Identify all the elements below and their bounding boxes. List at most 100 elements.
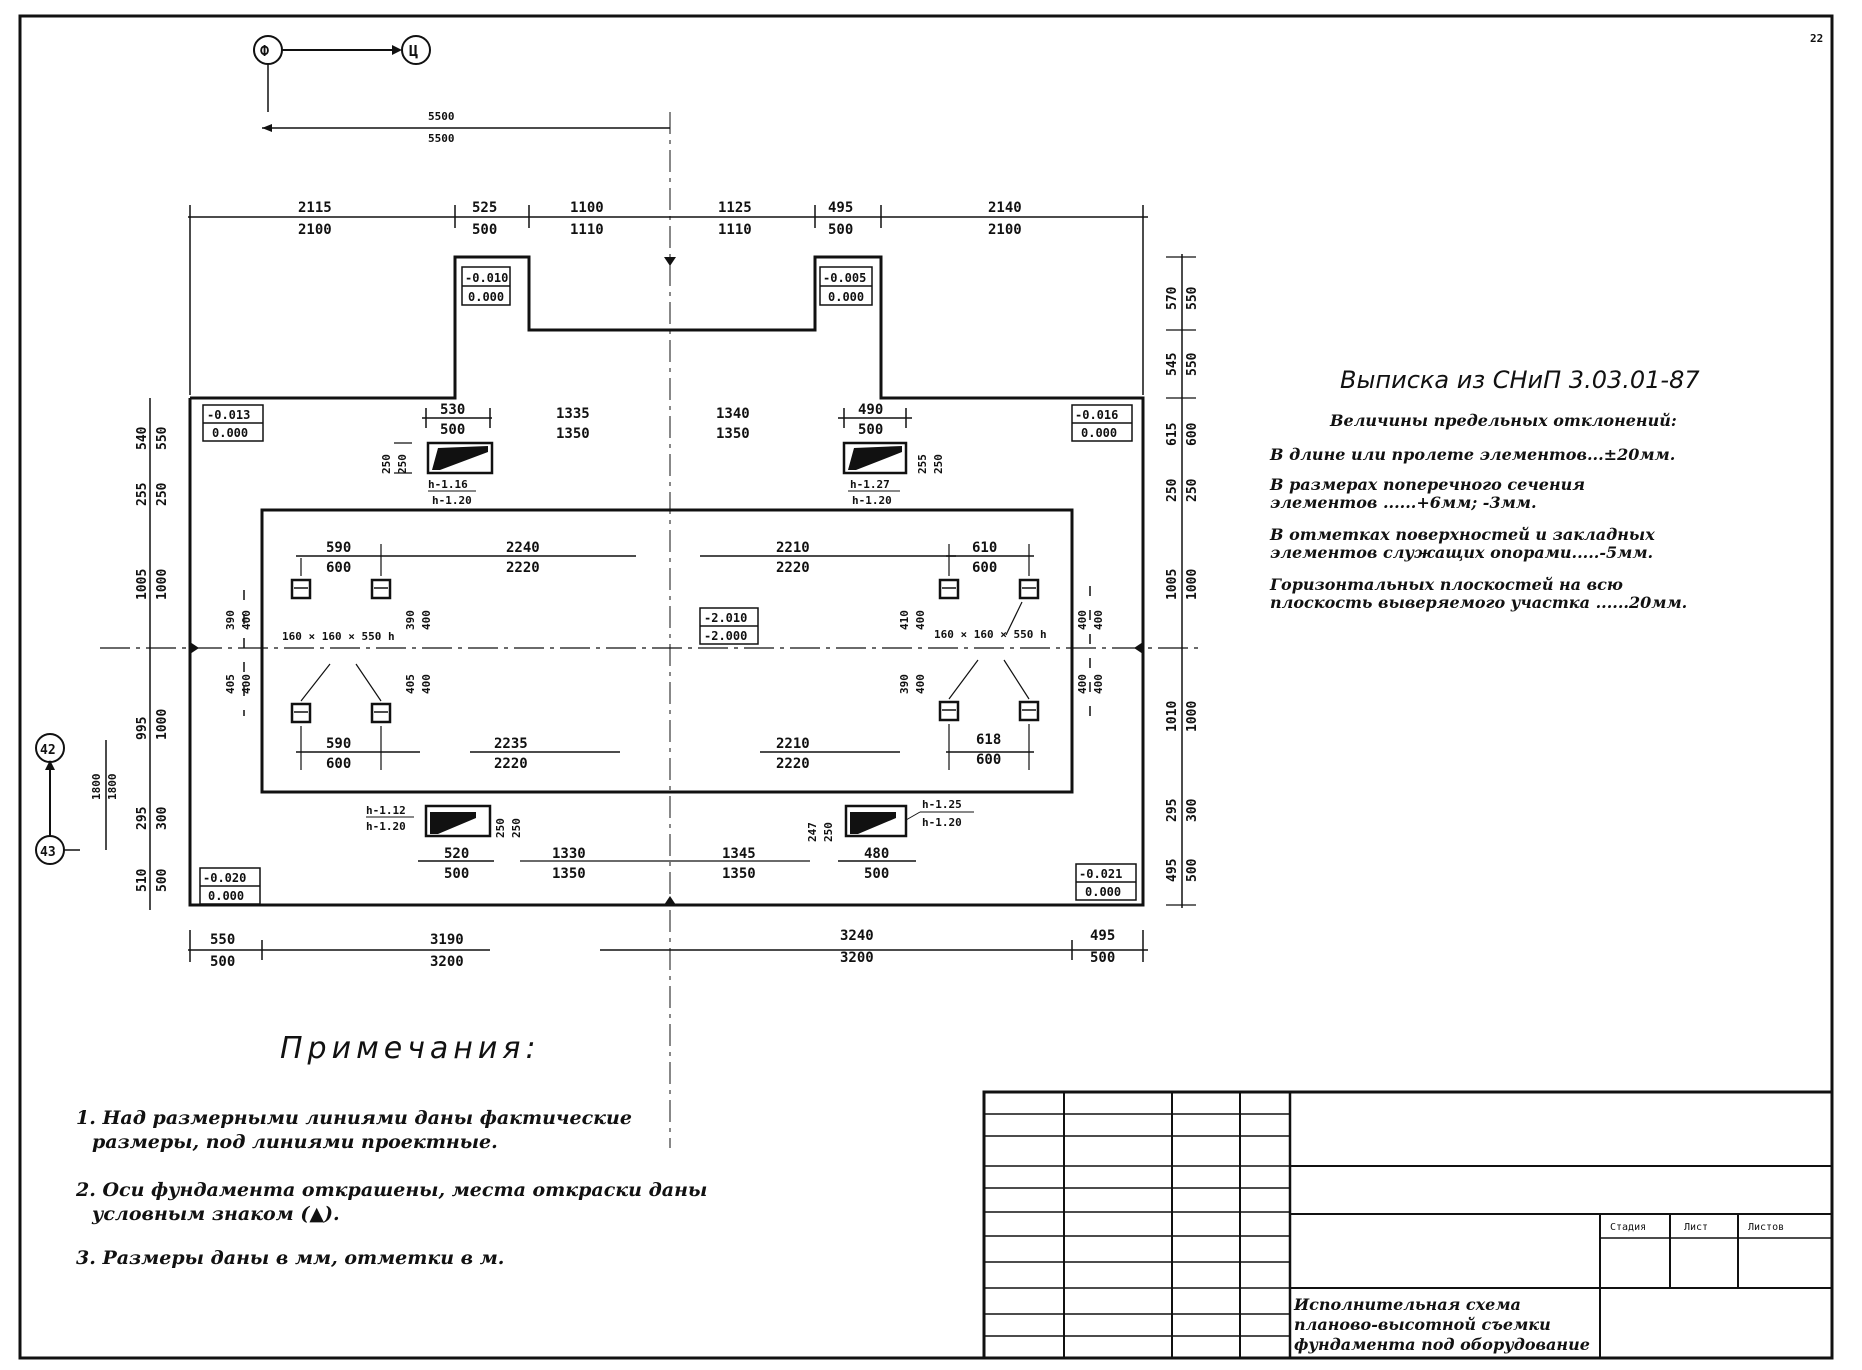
niche-tr-height-actual: 255 xyxy=(916,454,929,474)
left-dim-5-design: 300 xyxy=(155,806,170,830)
left-dim-6-actual: 510 xyxy=(135,868,150,892)
bolt-rv1-design: 400 xyxy=(914,610,927,630)
bottom-dim-3-design: 3200 xyxy=(840,950,874,966)
bolt-mbr-design: 2220 xyxy=(776,756,810,772)
axis-label-f: Ф xyxy=(260,42,269,60)
right-dim-8-actual: 495 xyxy=(1165,859,1180,882)
bolt-bl-design: 600 xyxy=(326,756,351,772)
top-dim-2-actual: 525 xyxy=(472,200,497,216)
bolt-well-8 xyxy=(1018,700,1040,722)
mid-bot-l-design: 1350 xyxy=(552,866,586,882)
bolt-lv3-design: 400 xyxy=(420,610,433,630)
niche-br-level-design: h-1.20 xyxy=(922,816,962,829)
elevation-1-actual: -0.010 xyxy=(465,271,508,285)
axis-markers: Ф Ц 42 43 1800 1800 xyxy=(35,35,431,865)
bolt-tl-design: 600 xyxy=(326,560,351,576)
sheet-frame xyxy=(18,14,1834,1360)
niche-br-height-actual: 247 xyxy=(806,822,819,842)
niches: 530 500 250 250 h-1.16 h-1.20 490 500 25… xyxy=(366,402,974,882)
bolt-rv3-actual: 390 xyxy=(898,674,911,694)
right-dim-7-design: 300 xyxy=(1185,798,1200,822)
bolt-well-size-right: 160 × 160 × 550 h xyxy=(934,628,1047,641)
note-1a: 1. Над размерными линиями даны фактическ… xyxy=(76,1107,632,1129)
niche-br-height-design: 250 xyxy=(822,822,835,842)
left-dim-1-design: 550 xyxy=(155,426,170,450)
right-dim-5-actual: 1005 xyxy=(1165,569,1180,600)
title-block: Стадия Лист Листов Исполнительная схема … xyxy=(982,1090,1834,1360)
right-dim-8-design: 500 xyxy=(1185,858,1200,882)
top-span-actual: 5500 xyxy=(428,110,455,123)
page-number: 22 xyxy=(1810,32,1823,45)
elevation-mark-2: -0.005 0.000 xyxy=(819,266,873,306)
snip-line-1: В длине или пролете элементов...±20мм. xyxy=(1269,445,1675,464)
niche-br-width-actual: 480 xyxy=(864,846,889,862)
niche-bl-height-actual: 250 xyxy=(494,818,507,838)
elevation-7-actual: -0.021 xyxy=(1079,867,1122,881)
bottom-dim-3-actual: 3240 xyxy=(840,928,874,944)
mid-top-l-design: 1350 xyxy=(556,426,590,442)
bolt-well-5 xyxy=(938,578,960,600)
niche-bl-width-design: 500 xyxy=(444,866,469,882)
inner-pit-outline xyxy=(260,508,1074,794)
snip-line-5: элементов служащих опорами.....-5мм. xyxy=(1270,543,1653,562)
right-dim-1-actual: 570 xyxy=(1165,286,1180,310)
top-dim-6-actual: 2140 xyxy=(988,200,1022,216)
elevation-mark-6: -0.020 0.000 xyxy=(199,867,261,905)
tb-sheet-label: Лист xyxy=(1684,1222,1708,1233)
top-dim-5-actual: 495 xyxy=(828,200,853,216)
elevation-mark-7: -0.021 0.000 xyxy=(1075,863,1137,901)
bolt-lv3-actual: 390 xyxy=(404,610,417,630)
top-span-design: 5500 xyxy=(428,132,455,145)
right-dim-3-actual: 615 xyxy=(1165,423,1180,446)
elevation-mark-5: -2.010 -2.000 xyxy=(699,607,759,645)
top-dim-6-design: 2100 xyxy=(988,222,1022,238)
bolt-well-7 xyxy=(938,700,960,722)
snip-line-2: В размерах поперечного сечения xyxy=(1269,475,1585,494)
niche-bl-level-actual: h-1.12 xyxy=(366,804,406,817)
elevation-7-design: 0.000 xyxy=(1085,885,1121,899)
note-2a: 2. Оси фундамента открашены, места откра… xyxy=(75,1179,707,1201)
niche-tr-level-design: h-1.20 xyxy=(852,494,892,507)
elevation-4-design: 0.000 xyxy=(1081,426,1117,440)
right-dim-7-actual: 295 xyxy=(1165,799,1180,822)
niche-br-width-design: 500 xyxy=(864,866,889,882)
niche-top-right: 490 500 255 250 h-1.27 h-1.20 xyxy=(838,402,945,507)
bolt-mbl-actual: 2235 xyxy=(494,736,528,752)
bolt-well-4 xyxy=(370,702,392,724)
elevation-2-actual: -0.005 xyxy=(823,271,866,285)
top-span-dimension: 5500 5500 xyxy=(262,110,671,1148)
niche-tr-width-actual: 490 xyxy=(858,402,883,418)
bolt-br-actual: 618 xyxy=(976,732,1001,748)
left-dim-6-design: 500 xyxy=(155,868,170,892)
top-dimension-chain: 2115 2100 525 500 1100 1110 1125 1110 49… xyxy=(188,200,1148,395)
top-dim-5-design: 500 xyxy=(828,222,853,238)
top-dim-4-design: 1110 xyxy=(718,222,752,238)
right-dim-3-design: 600 xyxy=(1185,422,1200,446)
elevation-mark-1: -0.010 0.000 xyxy=(461,266,511,306)
right-dim-4-design: 250 xyxy=(1185,478,1200,502)
elevation-1-design: 0.000 xyxy=(468,290,504,304)
left-dim-2-actual: 255 xyxy=(135,483,150,506)
elevation-5-design: -2.000 xyxy=(704,629,747,643)
bolt-lv2-actual: 405 xyxy=(224,674,237,694)
snip-line-3: элементов ......+6мм; -3мм. xyxy=(1270,493,1537,512)
left-dim-5-actual: 295 xyxy=(135,807,150,830)
mid-bot-r-design: 1350 xyxy=(722,866,756,882)
bolt-tl-actual: 590 xyxy=(326,540,351,556)
snip-subtitle: Величины предельных отклонений: xyxy=(1329,411,1677,430)
niche-bl-width-actual: 520 xyxy=(444,846,469,862)
top-dim-2-design: 500 xyxy=(472,222,497,238)
top-dim-1-actual: 2115 xyxy=(298,200,332,216)
tb-title-2: планово-высотной съемки xyxy=(1294,1315,1551,1334)
right-dim-4-actual: 250 xyxy=(1165,478,1180,502)
bolt-mbl-design: 2220 xyxy=(494,756,528,772)
elevation-5-actual: -2.010 xyxy=(704,611,747,625)
elevation-2-design: 0.000 xyxy=(828,290,864,304)
bolt-rv3-design: 400 xyxy=(914,674,927,694)
elevation-mark-4: -0.016 0.000 xyxy=(1071,404,1133,442)
bolt-lv4-actual: 405 xyxy=(404,674,417,694)
bolt-mtr-design: 2220 xyxy=(776,560,810,576)
left-dimension-chain: 540 550 255 250 1005 1000 995 1000 295 3… xyxy=(135,398,170,910)
